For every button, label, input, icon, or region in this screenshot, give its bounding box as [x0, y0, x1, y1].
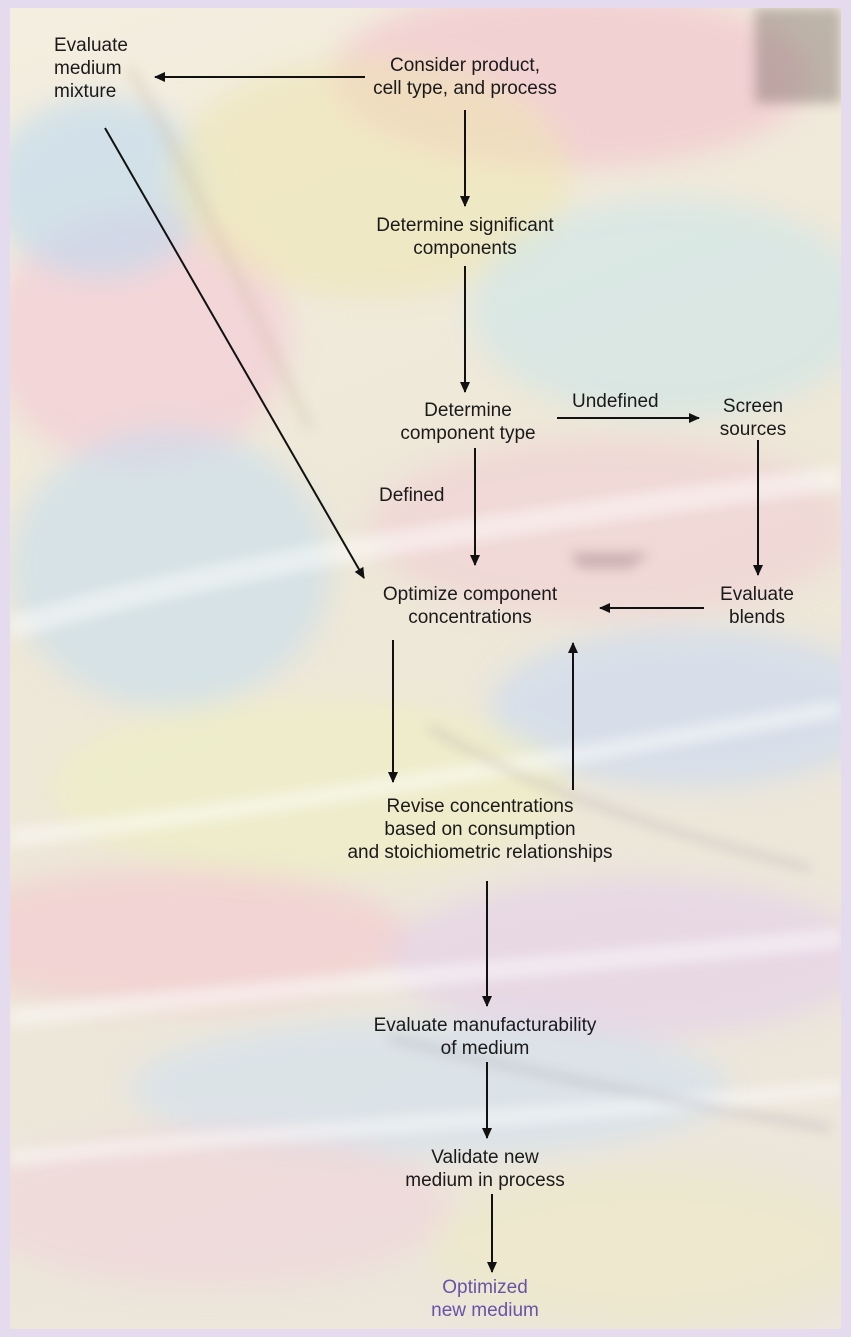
node-evaluate-blends-line-1: Evaluate — [702, 583, 812, 606]
node-evaluate-mixture-line-1: Evaluate — [54, 34, 174, 57]
node-evaluate-mixture-line-2: medium — [54, 57, 174, 80]
node-screen-line-2: sources — [698, 418, 808, 441]
connector-layer — [10, 8, 841, 1329]
node-revise-line-1: Revise concentrations — [310, 795, 650, 818]
edge-label-defined: Defined — [379, 484, 445, 507]
node-consider-line-1: Consider product, — [340, 54, 590, 77]
node-screen: Screen sources — [698, 395, 808, 441]
node-significant-line-1: Determine significant — [340, 214, 590, 237]
node-evaluate-mixture-line-3: mixture — [54, 80, 174, 103]
edge-label-undefined: Undefined — [572, 390, 659, 413]
node-validate-line-2: medium in process — [385, 1169, 585, 1192]
node-final: Optimized new medium — [395, 1276, 575, 1322]
node-component-type-line-1: Determine — [378, 399, 558, 422]
node-revise-line-3: and stoichiometric relationships — [310, 841, 650, 864]
node-optimize-line-1: Optimize component — [355, 583, 585, 606]
node-validate-line-1: Validate new — [385, 1146, 585, 1169]
node-evaluate-blends-line-2: blends — [702, 606, 812, 629]
node-revise: Revise concentrations based on consumpti… — [310, 795, 650, 864]
node-significant-line-2: components — [340, 237, 590, 260]
node-screen-line-1: Screen — [698, 395, 808, 418]
node-significant: Determine significant components — [340, 214, 590, 260]
node-evaluate-blends: Evaluate blends — [702, 583, 812, 629]
node-manufacturability: Evaluate manufacturability of medium — [345, 1014, 625, 1060]
diagram-frame: Evaluate medium mixture Consider product… — [10, 8, 841, 1329]
node-evaluate-mixture: Evaluate medium mixture — [54, 34, 174, 103]
node-component-type: Determine component type — [378, 399, 558, 445]
arrow-evaluate-mixture-to-optimize — [105, 128, 364, 578]
node-final-line-2: new medium — [395, 1299, 575, 1322]
node-manufacturability-line-2: of medium — [345, 1037, 625, 1060]
node-revise-line-2: based on consumption — [310, 818, 650, 841]
node-component-type-line-2: component type — [378, 422, 558, 445]
node-optimize-line-2: concentrations — [355, 606, 585, 629]
node-manufacturability-line-1: Evaluate manufacturability — [345, 1014, 625, 1037]
node-validate: Validate new medium in process — [385, 1146, 585, 1192]
node-consider: Consider product, cell type, and process — [340, 54, 590, 100]
node-optimize: Optimize component concentrations — [355, 583, 585, 629]
node-consider-line-2: cell type, and process — [340, 77, 590, 100]
node-final-line-1: Optimized — [395, 1276, 575, 1299]
